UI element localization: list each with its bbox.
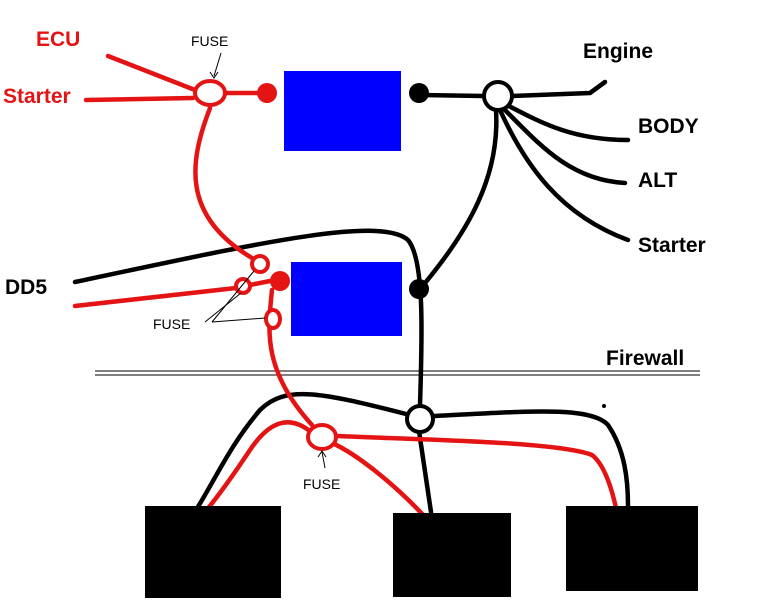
bottom-fuse-label: FUSE bbox=[303, 476, 340, 492]
upper-ground-terminal bbox=[409, 83, 429, 103]
positive-wires bbox=[72, 53, 619, 520]
top-fuse bbox=[193, 79, 227, 107]
right-battery bbox=[566, 506, 698, 591]
bottom-fuse bbox=[306, 423, 338, 451]
alt-label: ALT bbox=[638, 169, 677, 192]
lower-positive-terminal bbox=[270, 271, 290, 291]
left-battery bbox=[145, 506, 281, 598]
firewall-ground-junction bbox=[405, 404, 435, 434]
lower-fuse-1 bbox=[250, 254, 270, 274]
body-label: BODY bbox=[638, 115, 699, 138]
lower-fuse-3 bbox=[264, 308, 282, 330]
stray-dot bbox=[602, 404, 606, 408]
top-fuse-label: FUSE bbox=[191, 33, 228, 49]
starter-ground-label: Starter bbox=[638, 234, 706, 257]
lower-ground-terminal bbox=[409, 279, 429, 299]
dd5-label: DD5 bbox=[5, 276, 47, 299]
firewall-line bbox=[95, 370, 700, 376]
lower-fuse-2 bbox=[234, 277, 252, 295]
ecu-label: ECU bbox=[36, 28, 80, 51]
upper-ground-junction bbox=[482, 80, 514, 112]
lower-component-block bbox=[291, 262, 402, 336]
firewall-label: Firewall bbox=[606, 347, 684, 370]
ground-wires bbox=[72, 79, 631, 515]
middle-battery bbox=[393, 513, 511, 597]
starter-input-label: Starter bbox=[3, 85, 71, 108]
middle-fuse-label: FUSE bbox=[153, 316, 190, 332]
fuse-pointers bbox=[204, 52, 327, 469]
upper-component-block bbox=[284, 71, 401, 151]
upper-positive-terminal bbox=[257, 83, 277, 103]
engine-label: Engine bbox=[583, 40, 653, 63]
